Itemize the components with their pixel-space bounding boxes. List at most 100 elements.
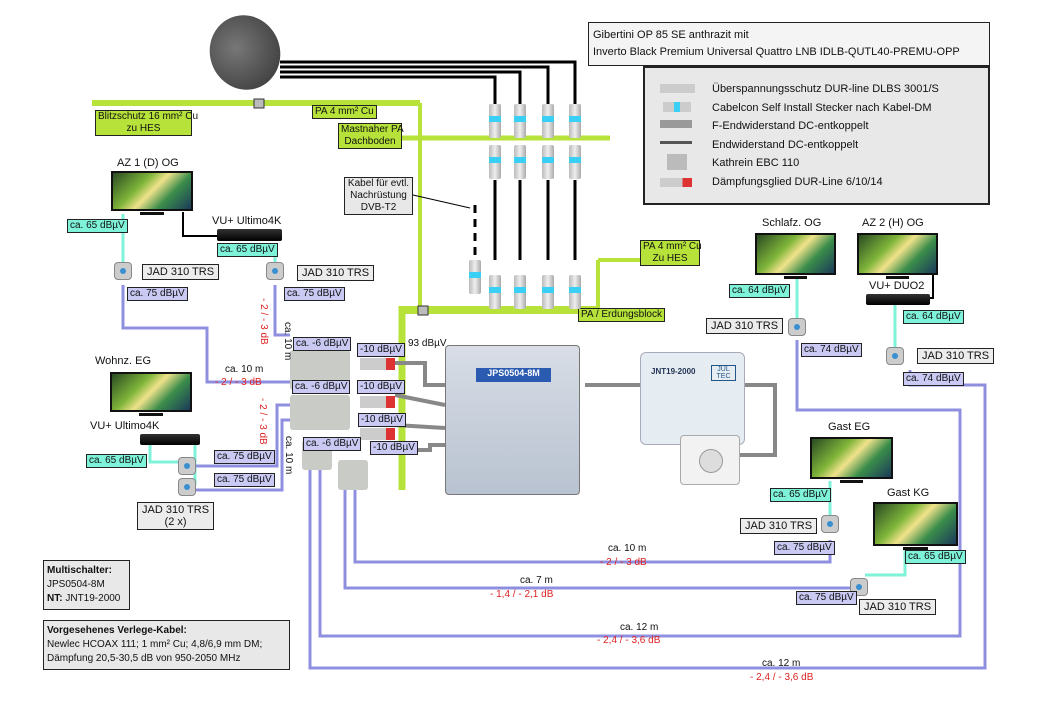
attenuator-icon (660, 178, 692, 187)
attenuator (360, 358, 395, 370)
outlet-label: JAD 310 TRS (706, 318, 784, 334)
room-label: Schlafz. OG (762, 217, 822, 229)
antenna-outlet (114, 262, 132, 280)
cable-length: ca. 10 m (225, 364, 264, 375)
level-label: ca. 75 dBµV (796, 591, 857, 605)
outlet-label: JAD 310 TRS(2 x) (137, 502, 215, 530)
cable-length: ca. 12 m (762, 658, 801, 669)
antenna-outlet (886, 347, 904, 365)
attenuation-label: - 2,4 / - 3,6 dB (597, 635, 661, 646)
outlet-label: JAD 310 TRS (740, 518, 818, 534)
cable-length: ca. 7 m (520, 575, 553, 586)
attenuation-label: - 2 / - 3 dB (257, 398, 268, 445)
power-socket (680, 435, 740, 485)
level-label: -10 dBµV (370, 441, 418, 455)
level-label: ca. 75 dBµV (284, 287, 345, 301)
surge-protector (542, 104, 554, 138)
receiver (866, 294, 930, 305)
outlet-label: JAD 310 TRS (297, 265, 375, 281)
input-level: 93 dBµV (408, 338, 447, 349)
ground-clamp (417, 305, 429, 316)
splitter-icon (667, 154, 687, 170)
outlet-label: JAD 310 TRS (859, 599, 937, 615)
level-label: ca. 64 dBµV (903, 310, 964, 324)
legend-item: Cabelcon Self Install Stecker nach Kabel… (712, 101, 932, 114)
room-label: AZ 2 (H) OG (862, 217, 924, 229)
attenuation-label: - 2 / - 3 dB (215, 377, 262, 388)
antenna-outlet (266, 262, 284, 280)
terminator-icon (660, 141, 692, 144)
level-label: ca. 64 dBµV (729, 284, 790, 298)
erdungsblock-label: PA / Erdungsblock (578, 308, 665, 322)
level-label: -10 dBµV (357, 380, 405, 394)
level-label: ca. 74 dBµV (903, 372, 964, 386)
f-connector (469, 260, 481, 294)
level-label: -10 dBµV (358, 413, 406, 427)
tv (873, 502, 958, 550)
surge-protector-icon (660, 84, 695, 93)
room-label: Gast EG (828, 421, 871, 433)
level-label: ca. -6 dBµV (292, 380, 351, 394)
multiswitch-info: Multischalter: JPS0504-8M NT: JNT19-2000 (43, 560, 130, 610)
coax-cables (121, 285, 987, 670)
psu-label: JNT19-2000 (651, 367, 696, 376)
f-connector (569, 275, 581, 309)
surge-protector (514, 104, 526, 138)
multiswitch-label: JPS0504-8M (476, 368, 551, 382)
attenuation-label: - 2 / - 3 dB (600, 557, 647, 568)
f-connector (514, 145, 526, 179)
power-supply: JNT19-2000 JUL TEC (640, 352, 745, 445)
level-label: ca. 74 dBµV (801, 343, 862, 357)
receiver-label: VU+ DUO2 (869, 280, 925, 292)
f-connector (542, 145, 554, 179)
attenuation-label: - 2,4 / - 3,6 dB (750, 672, 814, 683)
receiver-label: VU+ Ultimo4K (90, 420, 160, 432)
cable-info: Vorgesehenes Verlege-Kabel: Newlec HCOAX… (43, 620, 290, 670)
tv (110, 372, 192, 416)
cable-length: ca. 10 m (283, 436, 294, 475)
f-terminator-icon (660, 120, 692, 128)
antenna-outlet (178, 457, 196, 475)
lnb-info-line: Inverto Black Premium Universal Quattro … (593, 46, 960, 58)
level-label: ca. 75 dBµV (214, 450, 275, 464)
legend-item: Kathrein EBC 110 (712, 157, 800, 169)
level-label: ca. -6 dBµV (293, 337, 352, 351)
receiver-label: VU+ Ultimo4K (212, 215, 282, 227)
level-label: ca. 65 dBµV (67, 219, 128, 233)
level-label: ca. 65 dBµV (905, 550, 966, 564)
dish-info-line: Gibertini OP 85 SE anthrazit mit (593, 29, 749, 41)
legend-item: Endwiderstand DC-entkoppelt (712, 138, 859, 151)
cable-length: ca. 10 m (282, 322, 293, 361)
f-connector (514, 275, 526, 309)
room-label: Gast KG (887, 487, 930, 499)
tv (857, 233, 938, 279)
receiver (217, 229, 282, 241)
antenna-outlet (821, 515, 839, 533)
level-label: ca. 75 dBµV (127, 287, 188, 301)
surge-protector (489, 104, 501, 138)
level-label: ca. 65 dBµV (217, 243, 278, 257)
f-connector (489, 145, 501, 179)
level-label: ca. 75 dBµV (774, 541, 835, 555)
antenna-outlet (788, 318, 806, 336)
receiver (140, 434, 200, 445)
attenuator (360, 396, 395, 408)
room-label: AZ 1 (D) OG (117, 157, 179, 169)
surge-protector (569, 104, 581, 138)
legend-item: Überspannungsschutz DUR-line DLBS 3001/S (712, 83, 939, 95)
multiswitch: JPS0504-8M (445, 345, 580, 495)
level-label: ca. 65 dBµV (770, 488, 831, 502)
dish-lnb-info: Gibertini OP 85 SE anthrazit mit Inverto… (588, 22, 990, 66)
psu-brand: JUL TEC (711, 365, 736, 381)
cable-length: ca. 12 m (620, 622, 659, 633)
legend-item: F-Endwiderstand DC-entkoppelt (712, 120, 869, 132)
lnb-cables (182, 60, 934, 299)
level-label: ca. 65 dBµV (86, 454, 147, 468)
tv (755, 233, 836, 279)
ground-clamp (253, 98, 265, 109)
